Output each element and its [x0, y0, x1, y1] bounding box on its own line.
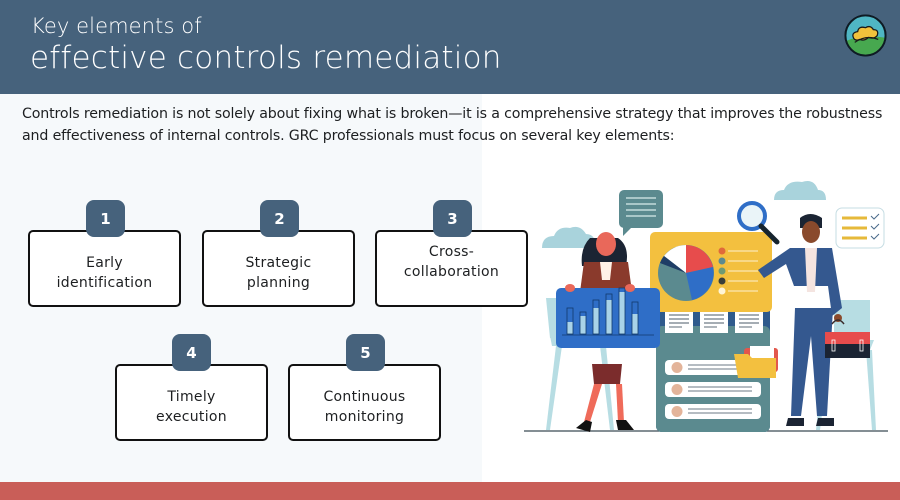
element-label: Continuous monitoring [323, 388, 406, 425]
checklist-bubble-icon [835, 207, 885, 249]
element-label: Early identification [56, 254, 153, 291]
man-presenter [758, 214, 842, 426]
element-badge-5: 5 [346, 334, 385, 371]
element-badge-2: 2 [260, 200, 299, 237]
pie-legend [718, 247, 758, 295]
page-title: effective controls remediation [30, 40, 502, 76]
element-card-timely-execution: Timely execution [115, 364, 268, 441]
bar-chart-board-icon [556, 284, 660, 348]
element-card-continuous-monitoring: Continuous monitoring [288, 364, 441, 441]
pie-chart [658, 245, 714, 301]
chat-bubble-icon [619, 190, 663, 236]
intro-paragraph: Controls remediation is not solely about… [22, 106, 883, 144]
element-card-cross-collaboration: Cross-collaboration [375, 230, 528, 307]
footer-bar [0, 482, 900, 500]
cloud-icon [542, 181, 826, 248]
element-card-early-identification: Early identification [28, 230, 181, 307]
element-label: Timely execution [156, 388, 227, 425]
header-kicker: Key elements of [31, 14, 202, 38]
magnifier-icon [737, 201, 780, 245]
folder-icon [734, 346, 778, 378]
element-label: Cross-collaboration [403, 244, 500, 280]
briefcase-icon [825, 319, 870, 358]
element-label: Strategic planning [245, 254, 312, 291]
business-dashboard-illustration [524, 181, 888, 432]
sun-cloud-hill-logo-icon [844, 14, 887, 57]
header-banner: Key elements of effective controls remed… [0, 0, 900, 94]
element-badge-4: 4 [172, 334, 211, 371]
illustration-panel-top [482, 94, 900, 122]
element-badge-3: 3 [433, 200, 472, 237]
element-card-strategic-planning: Strategic planning [202, 230, 355, 307]
woman-presenter [576, 232, 634, 432]
element-badge-1: 1 [86, 200, 125, 237]
